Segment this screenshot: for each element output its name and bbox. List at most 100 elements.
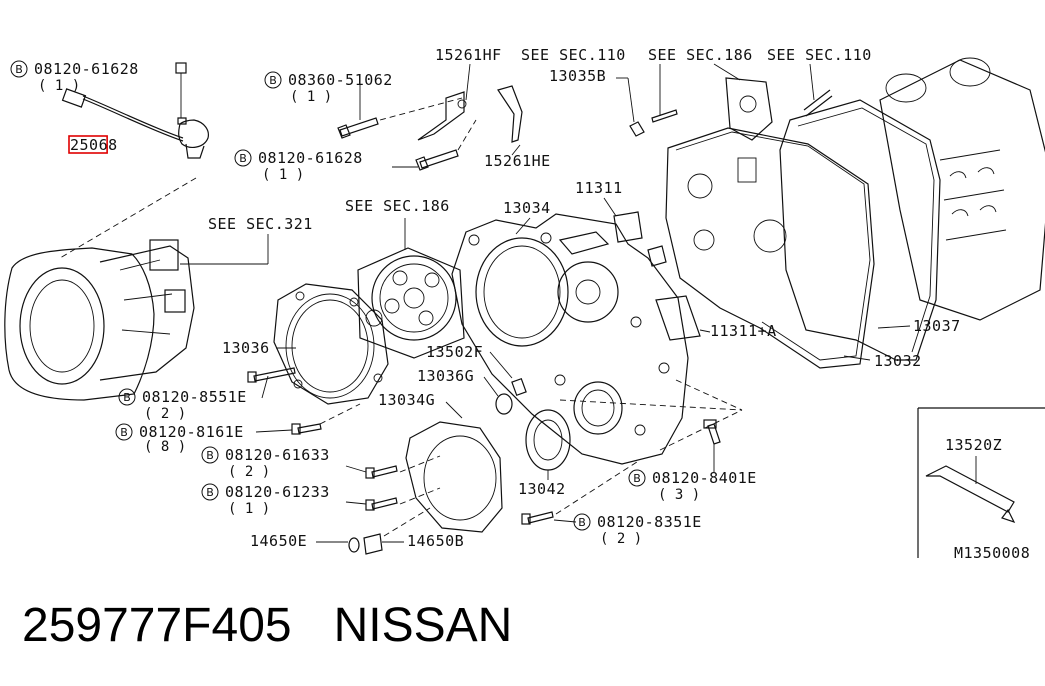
label-see-186-b: SEE SEC.186: [345, 197, 450, 215]
label-text: 13034: [503, 199, 551, 217]
label-quantity: ( 1 ): [290, 89, 332, 105]
label-p-13032: 13032: [874, 352, 922, 370]
transmission-housing-drawing: [4, 234, 269, 401]
label-text: SEE SEC.110: [767, 46, 872, 64]
label-b-08120-8351E: B 08120-8351E( 2 ): [573, 513, 702, 547]
label-text: 14650B: [407, 532, 464, 550]
label-p-13034: 13034: [503, 199, 551, 217]
label-text: 15261HE: [484, 152, 551, 170]
label-quantity: ( 2 ): [600, 531, 642, 547]
label-text: 11311: [575, 179, 623, 197]
bolt-symbol-icon: [201, 446, 219, 464]
seals-dowels-drawing: [316, 351, 571, 555]
label-p-13036G: 13036G: [417, 367, 474, 385]
bolt-symbol-letter: B: [633, 472, 641, 485]
label-see-110-b: SEE SEC.110: [767, 46, 872, 64]
bolt-symbol-letter: B: [15, 63, 23, 76]
bolt-symbol-letter: B: [239, 152, 247, 165]
bolt-symbol-icon: [234, 149, 252, 167]
label-text: 13035B: [549, 67, 606, 85]
brand-name: NISSAN: [333, 599, 513, 652]
label-text: 14650E: [250, 532, 307, 550]
label-quantity: ( 2 ): [144, 406, 186, 422]
bolt-symbol-icon: [573, 513, 591, 531]
bolt-symbol-icon: [118, 388, 136, 406]
bolt-symbol-letter: B: [123, 391, 131, 404]
label-p-13035B: 13035B: [549, 67, 606, 85]
label-text: 08120-61628: [258, 149, 363, 167]
label-text: SEE SEC.321: [208, 215, 313, 233]
label-b-08120-61628-b: B 08120-61628( 1 ): [234, 149, 363, 183]
label-text: 13032: [874, 352, 922, 370]
bolt-symbol-icon: [628, 469, 646, 487]
label-text: SEE SEC.186: [648, 46, 753, 64]
label-quantity: ( 8 ): [144, 439, 186, 455]
label-text: 11311+A: [710, 322, 777, 340]
label-p-13520Z: 13520Z: [945, 436, 1002, 454]
label-see-110-a: SEE SEC.110: [521, 46, 626, 64]
highlight-box: [68, 135, 108, 154]
bolt-symbol-letter: B: [269, 74, 277, 87]
label-quantity: ( 1 ): [262, 167, 304, 183]
bolt-symbol-letter: B: [578, 516, 586, 529]
bolt-symbol-letter: B: [120, 426, 128, 439]
label-p-11311: 11311: [575, 179, 623, 197]
label-b-08120-8401E: B 08120-8401E( 3 ): [628, 469, 757, 503]
label-p-13037: 13037: [913, 317, 961, 335]
lower-bolts-drawing: [247, 367, 743, 525]
gasket-13036-drawing: [273, 283, 389, 405]
label-text: 25068: [70, 136, 118, 154]
label-text: 13520Z: [945, 436, 1002, 454]
inset-13520Z: [917, 407, 1045, 558]
label-see-321: SEE SEC.321: [208, 215, 313, 233]
label-b-08120-61233: B 08120-61233( 1 ): [201, 483, 330, 517]
label-p-13034G: 13034G: [378, 391, 435, 409]
label-text: 08120-61628: [34, 60, 139, 78]
label-fig-code: M1350008: [954, 544, 1030, 562]
label-p-13036: 13036: [222, 339, 270, 357]
label-p-14650E: 14650E: [250, 532, 307, 550]
label-text: 13042: [518, 480, 566, 498]
label-text: 08120-8351E: [597, 513, 702, 531]
label-text: SEE SEC.110: [521, 46, 626, 64]
label-b-08120-8161E: B 08120-8161E( 8 ): [115, 423, 244, 455]
label-text: 13502F: [426, 343, 483, 361]
exploded-view-art: [4, 57, 1045, 558]
label-quantity: ( 1 ): [228, 501, 270, 517]
label-b-08120-8551E: B 08120-8551E( 2 ): [118, 388, 247, 422]
label-text: 13036G: [417, 367, 474, 385]
label-p-25068: 25068: [68, 135, 118, 154]
label-text: 13036: [222, 339, 270, 357]
label-see-186-a: SEE SEC.186: [648, 46, 753, 64]
label-text: 08120-8401E: [652, 469, 757, 487]
label-b-08360-51062: B 08360-51062( 1 ): [264, 71, 393, 105]
label-quantity: ( 1 ): [38, 78, 80, 94]
label-text: 08120-61633: [225, 446, 330, 464]
label-text: 08120-61233: [225, 483, 330, 501]
label-text: 08120-8551E: [142, 388, 247, 406]
label-text: 15261HF: [435, 46, 502, 64]
label-p-15261HF: 15261HF: [435, 46, 502, 64]
bolt-symbol-icon: [264, 71, 282, 89]
label-b-08120-61628-a: B 08120-61628( 1 ): [10, 60, 139, 94]
label-quantity: ( 3 ): [658, 487, 700, 503]
bolt-symbol-icon: [115, 423, 133, 441]
label-text: SEE SEC.186: [345, 197, 450, 215]
label-p-11311A: 11311+A: [710, 322, 777, 340]
rear-gasket-block-drawing: [616, 57, 1045, 369]
label-text: 13037: [913, 317, 961, 335]
bolt-symbol-icon: [10, 60, 28, 78]
label-text: 08120-8161E: [139, 423, 244, 441]
bolt-symbol-icon: [201, 483, 219, 501]
bolt-symbol-letter: B: [206, 486, 214, 499]
label-text: 08360-51062: [288, 71, 393, 89]
label-p-13502F: 13502F: [426, 343, 483, 361]
label-p-15261HE: 15261HE: [484, 152, 551, 170]
gasket-11311-drawing: [603, 197, 711, 341]
label-text: M1350008: [954, 544, 1030, 562]
label-quantity: ( 2 ): [228, 464, 270, 480]
